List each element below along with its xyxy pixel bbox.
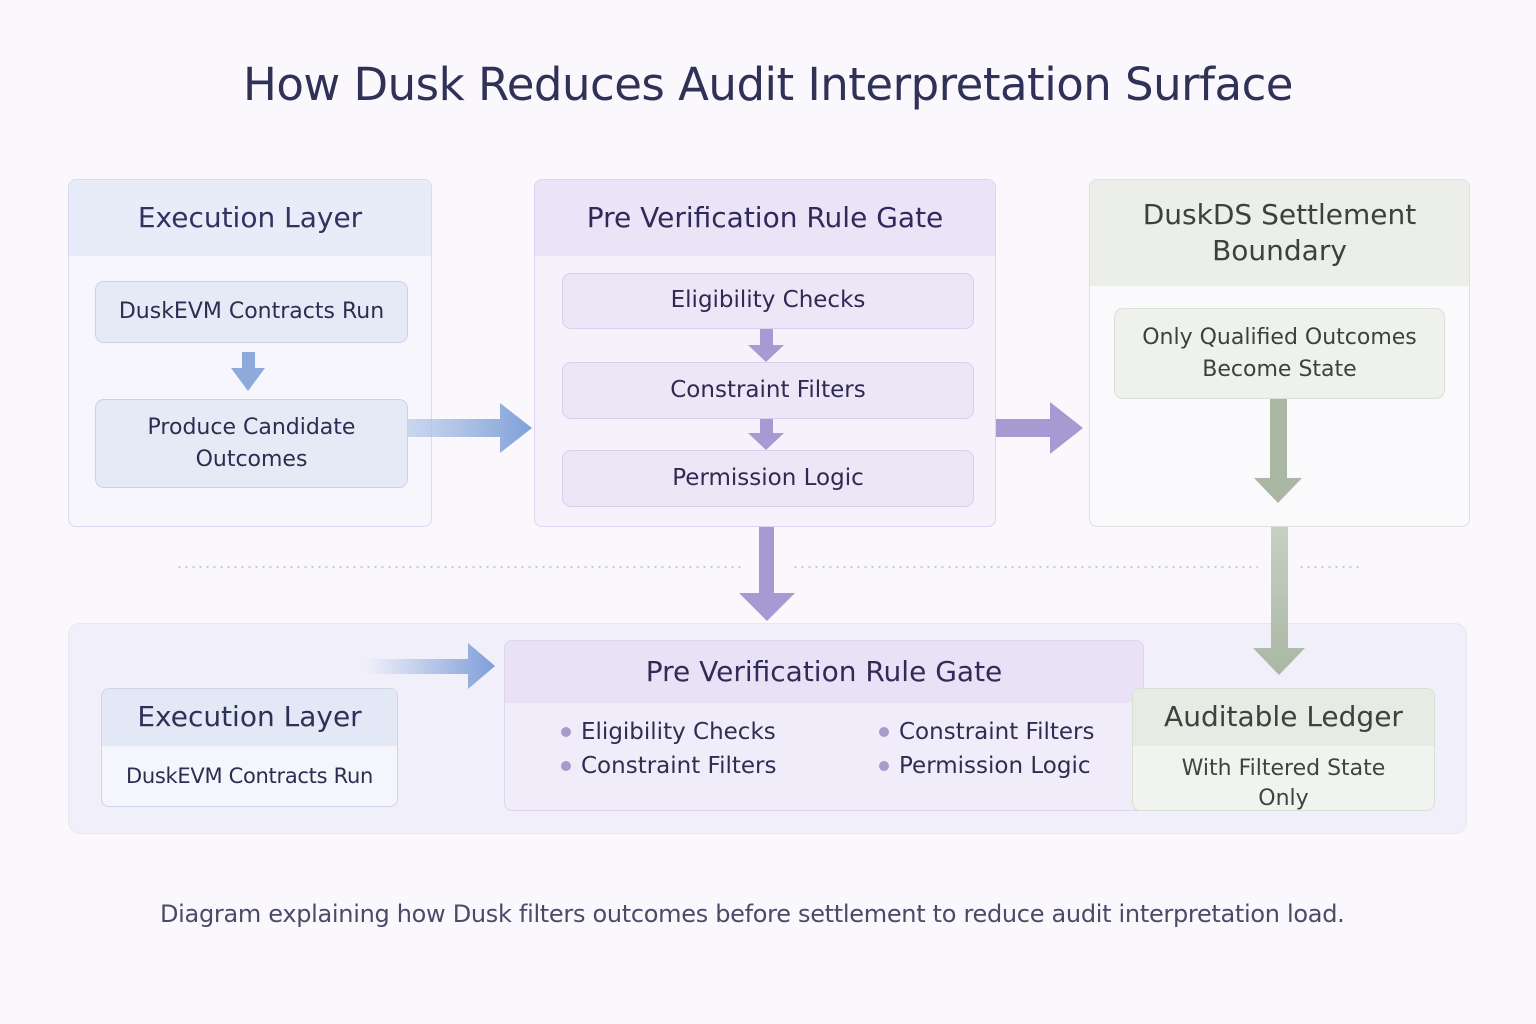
summary-ledger-title: Auditable Ledger — [1133, 689, 1434, 746]
rule-gate-title: Pre Verification Rule Gate — [535, 180, 995, 256]
step-duskevm-contracts-run: DuskEVM Contracts Run — [95, 281, 408, 343]
arrow-down-icon — [1253, 527, 1305, 675]
bullet-item: Constraint Filters — [879, 719, 1143, 745]
bullet-dot-icon — [561, 761, 571, 771]
step-eligibility-checks: Eligibility Checks — [562, 273, 974, 329]
bullet-item: Eligibility Checks — [561, 719, 879, 745]
bullet-dot-icon — [561, 727, 571, 737]
summary-ledger-subtitle: With Filtered State Only — [1181, 756, 1386, 811]
separator-dots — [792, 566, 1258, 568]
summary-execution-title: Execution Layer — [102, 689, 397, 746]
step-only-qualified-outcomes: Only Qualified Outcomes Become State — [1114, 308, 1445, 399]
separator-dots — [1298, 566, 1362, 568]
arrow-right-icon — [996, 402, 1083, 454]
settlement-boundary-title: DuskDS Settlement Boundary — [1090, 180, 1469, 286]
summary-rule-gate: Pre Verification Rule Gate Eligibility C… — [504, 640, 1144, 811]
summary-execution-layer: Execution Layer DuskEVM Contracts Run — [101, 688, 398, 807]
summary-execution-subtitle: DuskEVM Contracts Run — [126, 764, 373, 788]
arrow-right-icon — [365, 643, 495, 689]
bullet-item: Permission Logic — [879, 753, 1143, 779]
step-produce-candidate-outcomes: Produce Candidate Outcomes — [95, 399, 408, 488]
arrow-down-icon — [1254, 399, 1302, 503]
summary-auditable-ledger: Auditable Ledger With Filtered State Onl… — [1132, 688, 1435, 811]
diagram-title: How Dusk Reduces Audit Interpretation Su… — [242, 58, 1294, 111]
summary-rule-gate-title: Pre Verification Rule Gate — [505, 641, 1143, 703]
step-constraint-filters: Constraint Filters — [562, 362, 974, 419]
bullet-dot-icon — [879, 727, 889, 737]
bullet-dot-icon — [879, 761, 889, 771]
arrow-right-icon — [408, 403, 532, 453]
step-permission-logic: Permission Logic — [562, 450, 974, 507]
bullet-item: Constraint Filters — [561, 753, 879, 779]
arrow-down-icon — [739, 527, 795, 621]
arrow-down-icon — [748, 329, 784, 362]
arrow-down-icon — [748, 419, 784, 450]
execution-layer-title: Execution Layer — [69, 180, 431, 256]
separator-dots — [176, 566, 744, 568]
arrow-down-icon — [231, 352, 265, 391]
diagram-caption: Diagram explaining how Dusk filters outc… — [160, 900, 1345, 928]
